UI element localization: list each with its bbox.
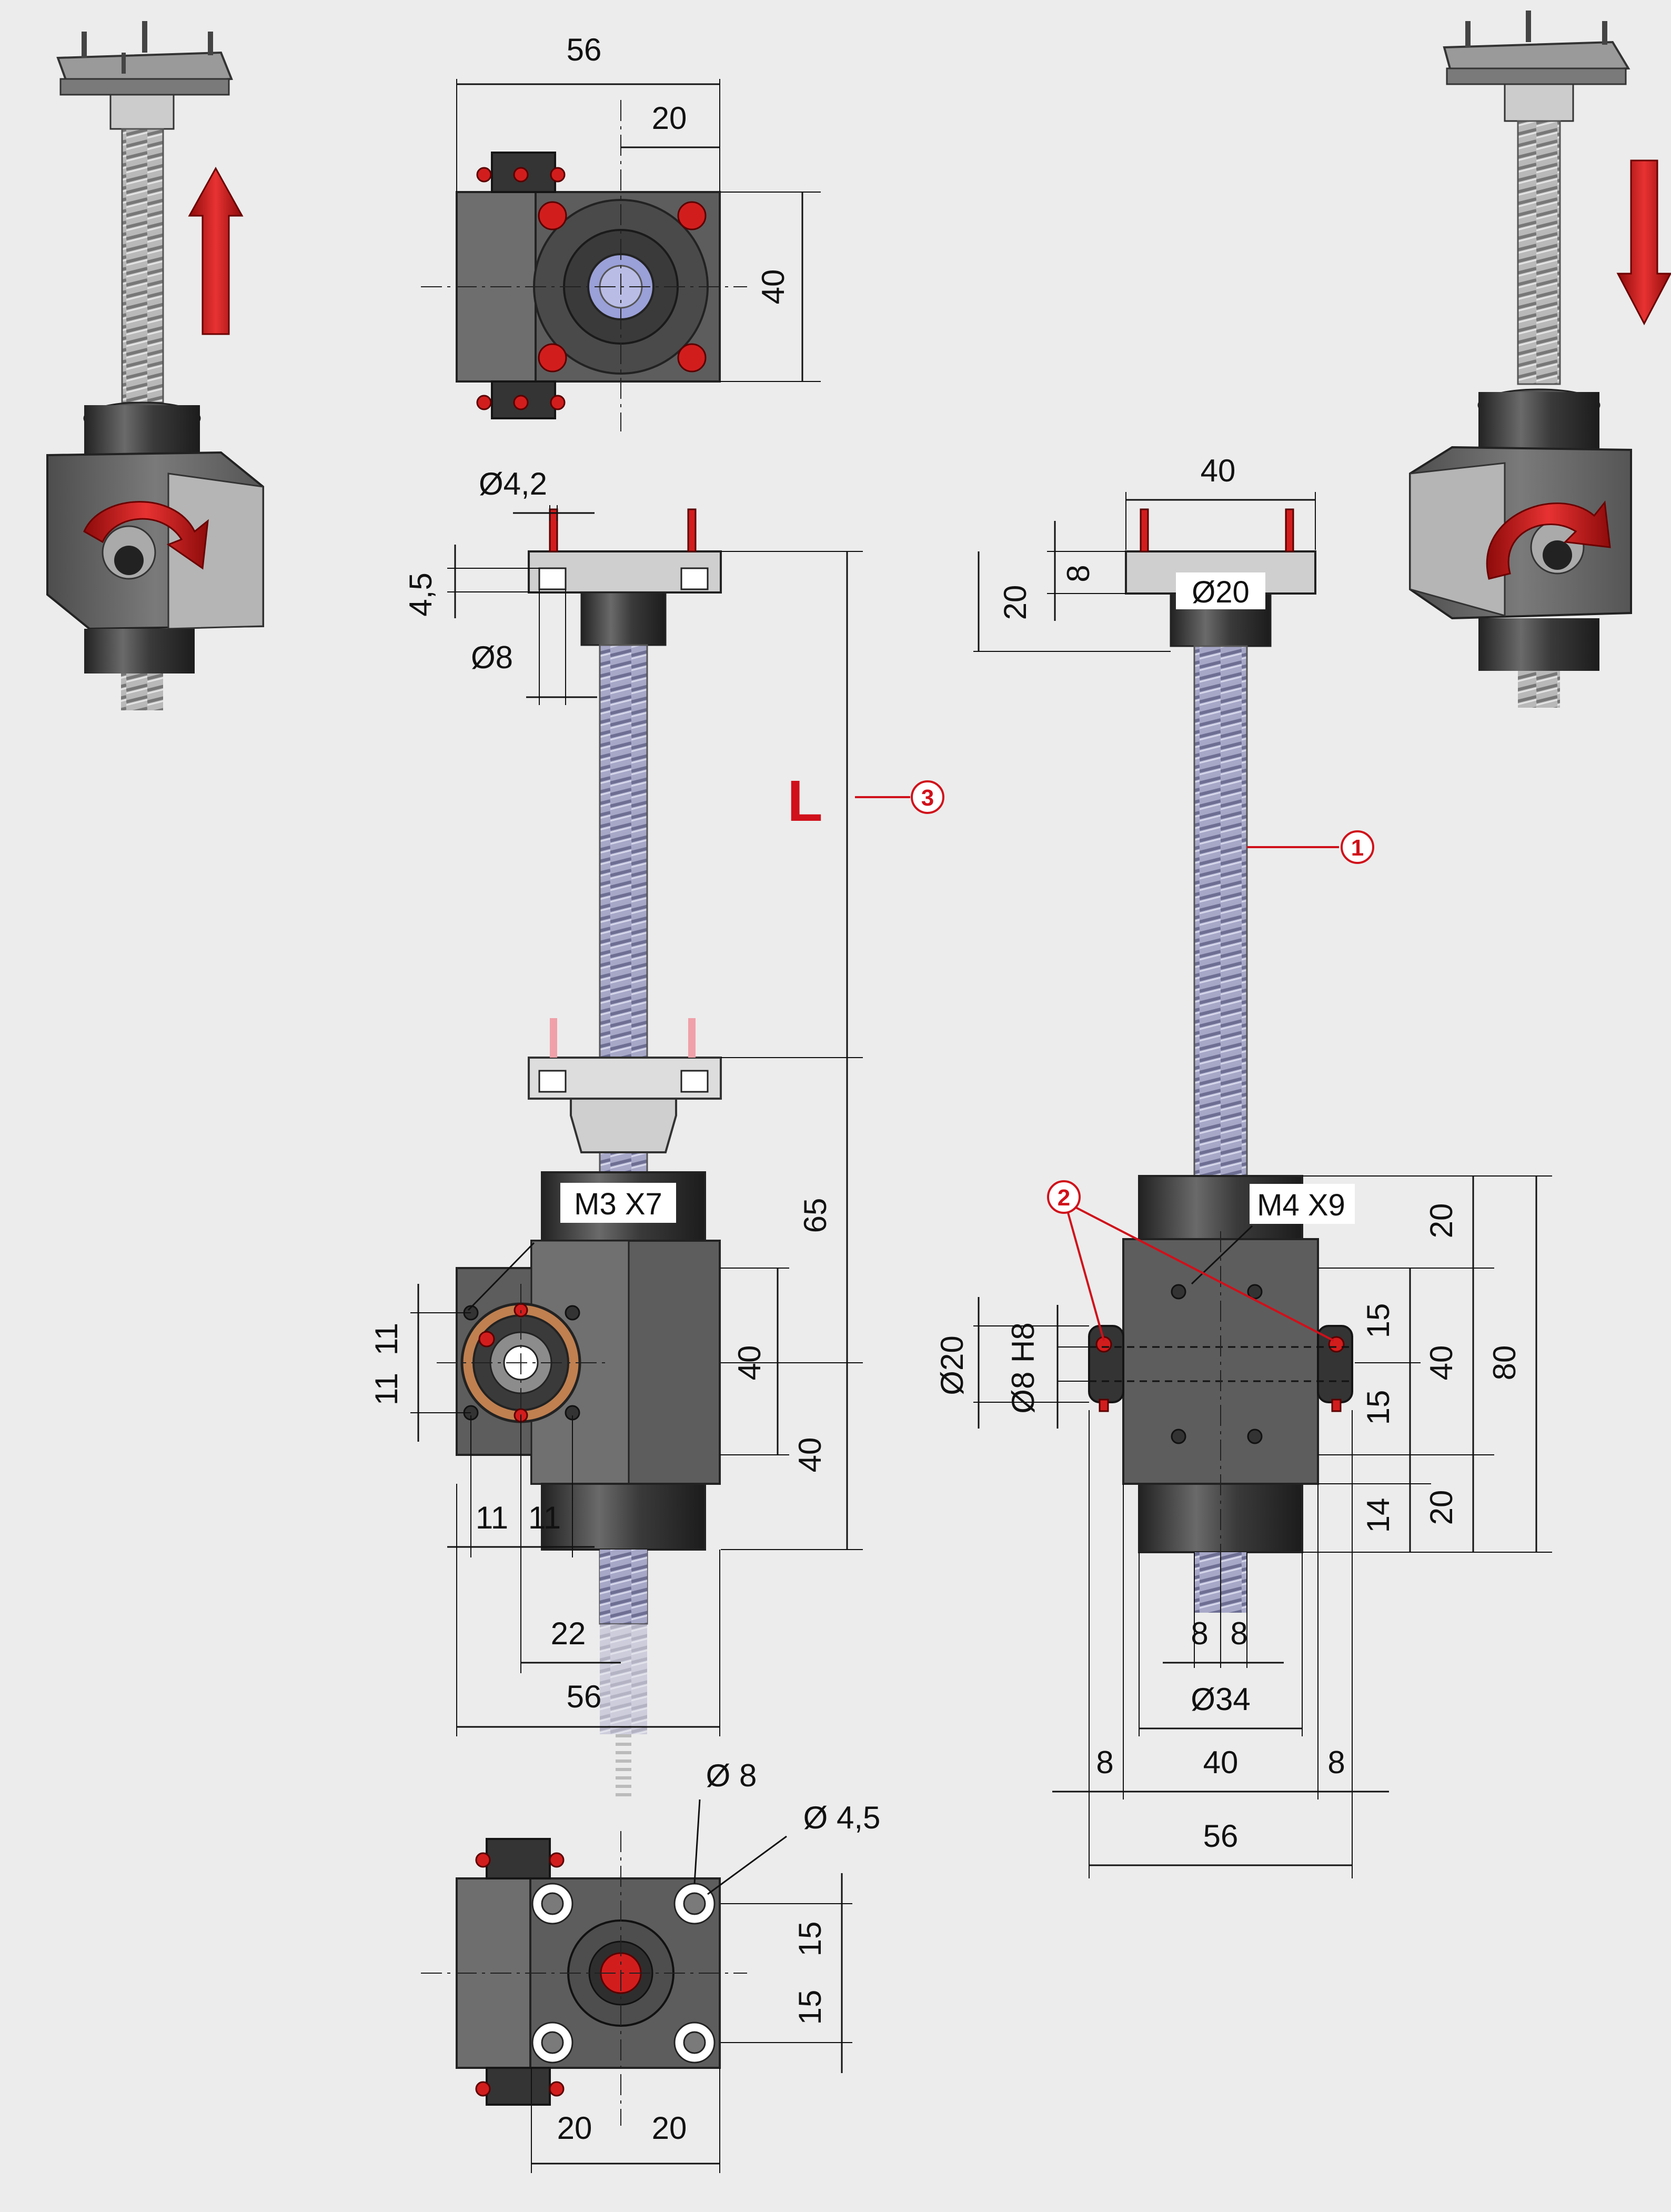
top-view: 56 20 40 [421,32,821,431]
dim-side-v40: 40 [1424,1345,1459,1381]
rotate-cw-icon [83,501,209,570]
dim-screw-hole-d42: Ø4,2 [479,466,547,501]
dim-flange-t20: 20 [998,585,1033,620]
dim-hole-v2: 11 [369,1373,404,1405]
iso-view-lowering [1409,11,1671,708]
dim-length-L: L [787,769,822,833]
dim-side-w8left: 8 [1096,1745,1113,1780]
dim-width-56: 56 [567,1679,602,1714]
dim-bottom-w20b: 20 [652,2110,687,2146]
dim-height-65: 65 [798,1198,833,1233]
dim-hole-v1: 11 [369,1323,404,1355]
svg-text:1: 1 [1351,835,1364,861]
dim-side-v15b: 15 [1361,1390,1396,1425]
bottom-view: Ø 8 Ø 4,5 15 15 20 20 [421,1758,880,2173]
dim-side-w8right: 8 [1327,1745,1345,1780]
dim-side-v15a: 15 [1361,1303,1396,1339]
dim-top-offset-20: 20 [652,100,687,136]
dim-hole-h1: 11 [476,1500,508,1535]
label-m4x9: M4 X9 [1257,1188,1345,1222]
dim-side-d34: Ø34 [1191,1682,1250,1717]
dim-flange-width-40: 40 [1201,453,1236,488]
svg-text:2: 2 [1058,1185,1070,1211]
dim-side-w56: 56 [1203,1818,1239,1854]
dim-flange-t8: 8 [1061,565,1096,582]
dim-bottom-d45: Ø 4,5 [803,1800,881,1835]
dim-top-width-56: 56 [567,32,602,67]
up-arrow-icon [188,166,244,335]
dim-top-height-40: 40 [756,269,791,305]
dim-hole-h2: 11 [528,1500,561,1535]
rotate-ccw-icon [1486,500,1611,580]
dim-bore-d8h8: Ø8 H8 [1005,1322,1041,1413]
dim-spigot-d8: Ø8 [471,640,513,675]
side-lead-screw [1193,645,1248,1179]
dim-height-40b: 40 [792,1437,828,1473]
dim-shaft-d20: Ø20 [934,1335,970,1395]
dim-flange-thickness-45: 4,5 [403,572,438,616]
balloon-3 [911,780,944,814]
dim-side-v80: 80 [1487,1345,1522,1381]
dim-side-h8a: 8 [1191,1616,1208,1651]
down-arrow-icon [1616,159,1671,326]
dim-bottom-v15b: 15 [792,1990,828,2025]
balloon-1 [1341,830,1374,864]
label-m3x7: M3 X7 [574,1187,662,1221]
dim-side-h8b: 8 [1230,1616,1247,1651]
dim-side-v20b: 20 [1424,1490,1459,1525]
dim-bottom-v15a: 15 [792,1922,828,1957]
label-side-flange-d20: Ø20 [1192,575,1250,609]
dim-side-w40: 40 [1203,1745,1239,1780]
front-view: M3 X7 Ø4,2 4,5 Ø8 L 3 65 40 40 [369,466,944,1799]
svg-text:3: 3 [921,785,934,811]
dim-height-40a: 40 [732,1345,767,1381]
dim-bottom-w20a: 20 [557,2110,592,2146]
iso-screw [121,128,164,404]
dim-width-22: 22 [551,1616,586,1651]
balloon-2 [1047,1180,1081,1214]
iso-view-lifting [46,21,264,710]
dim-bottom-d8: Ø 8 [706,1758,757,1793]
side-view: Ø20 1 M4 X9 2 40 [934,453,1552,1878]
dim-side-v20a: 20 [1424,1203,1459,1239]
dim-side-v14: 14 [1361,1498,1396,1533]
